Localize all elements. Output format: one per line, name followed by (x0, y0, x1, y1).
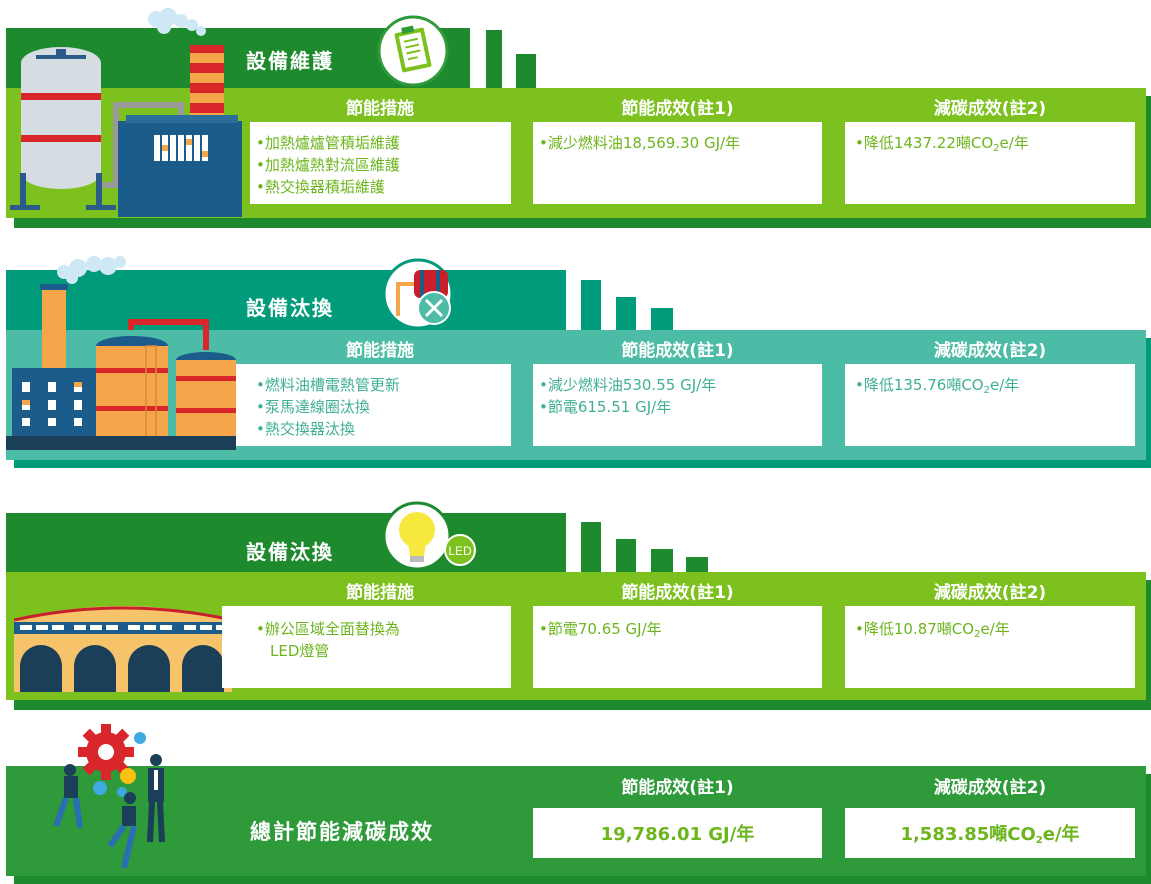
measure-item: •燃料油槽電熱管更新 (256, 376, 400, 394)
office-building-illustration (14, 606, 232, 692)
total-savings-box: 19,786.01 GJ/年 (533, 808, 822, 858)
header-carbon-reduction: 減碳成效(註2) (933, 778, 1047, 798)
carbon-box: •降低135.76噸CO2e/年 (845, 364, 1135, 446)
section-title: 設備汰換 (246, 296, 334, 320)
tank-factory-illustration (6, 256, 236, 450)
header-energy-savings: 節能成效(註1) (621, 341, 734, 361)
savings-item: •節電70.65 GJ/年 (539, 620, 662, 638)
savings-item: •減少燃料油18,569.30 GJ/年 (539, 134, 741, 152)
measure-item: •熱交換器汰換 (256, 420, 355, 438)
carbon-item: •降低135.76噸CO2e/年 (855, 376, 1020, 396)
carbon-box: •降低1437.22噸CO2e/年 (845, 122, 1135, 204)
led-badge: LED (448, 544, 472, 558)
led-bulb-icon: LED (382, 501, 476, 570)
measure-item: •加熱爐熱對流區維護 (256, 156, 400, 174)
header-energy-savings: 節能成效(註1) (621, 99, 734, 119)
header-carbon-reduction: 減碳成效(註2) (933, 341, 1047, 361)
header-carbon-reduction: 減碳成效(註2) (933, 99, 1047, 119)
savings-box: •減少燃料油530.55 GJ/年 •節電615.51 GJ/年 (533, 364, 822, 446)
measure-item: •加熱爐爐管積垢維護 (256, 134, 400, 152)
clipboard-icon (377, 15, 449, 87)
total-savings-value: 19,786.01 GJ/年 (600, 824, 755, 845)
header-energy-savings: 節能成效(註1) (621, 778, 734, 798)
savings-box: •減少燃料油18,569.30 GJ/年 (533, 122, 822, 204)
refinery-illustration (10, 8, 242, 217)
teamwork-gears-icon (53, 724, 165, 869)
measure-item: •辦公區域全面替換為 (256, 620, 400, 638)
measure-item: •熱交換器積垢維護 (256, 178, 385, 196)
measures-box: •燃料油槽電熱管更新 •泵馬達線圈汰換 •熱交換器汰換 (236, 364, 511, 446)
section-title: 設備汰換 (246, 540, 334, 564)
carbon-item: •降低1437.22噸CO2e/年 (855, 134, 1029, 154)
savings-box: •節電70.65 GJ/年 (533, 606, 822, 688)
savings-item: •節電615.51 GJ/年 (539, 398, 672, 416)
total-carbon-value: 1,583.85噸CO2e/年 (900, 824, 1080, 846)
header-carbon-reduction: 減碳成效(註2) (933, 583, 1047, 603)
carbon-box: •降低10.87噸CO2e/年 (845, 606, 1135, 688)
header-measures: 節能措施 (346, 341, 414, 361)
pump-replace-icon (382, 258, 454, 330)
savings-item: •減少燃料油530.55 GJ/年 (539, 376, 717, 394)
carbon-item: •降低10.87噸CO2e/年 (855, 620, 1010, 640)
total-carbon-box: 1,583.85噸CO2e/年 (845, 808, 1135, 858)
total-title: 總計節能減碳成效 (250, 820, 434, 844)
measure-item: •泵馬達線圈汰換 (256, 398, 370, 416)
header-measures: 節能措施 (346, 583, 414, 603)
section-title: 設備維護 (246, 49, 334, 73)
header-energy-savings: 節能成效(註1) (621, 583, 734, 603)
measures-box: •加熱爐爐管積垢維護 •加熱爐熱對流區維護 •熱交換器積垢維護 (250, 122, 511, 204)
header-measures: 節能措施 (346, 99, 414, 119)
measure-item: LED燈管 (270, 642, 330, 660)
measures-box: •辦公區域全面替換為 LED燈管 (222, 606, 511, 688)
